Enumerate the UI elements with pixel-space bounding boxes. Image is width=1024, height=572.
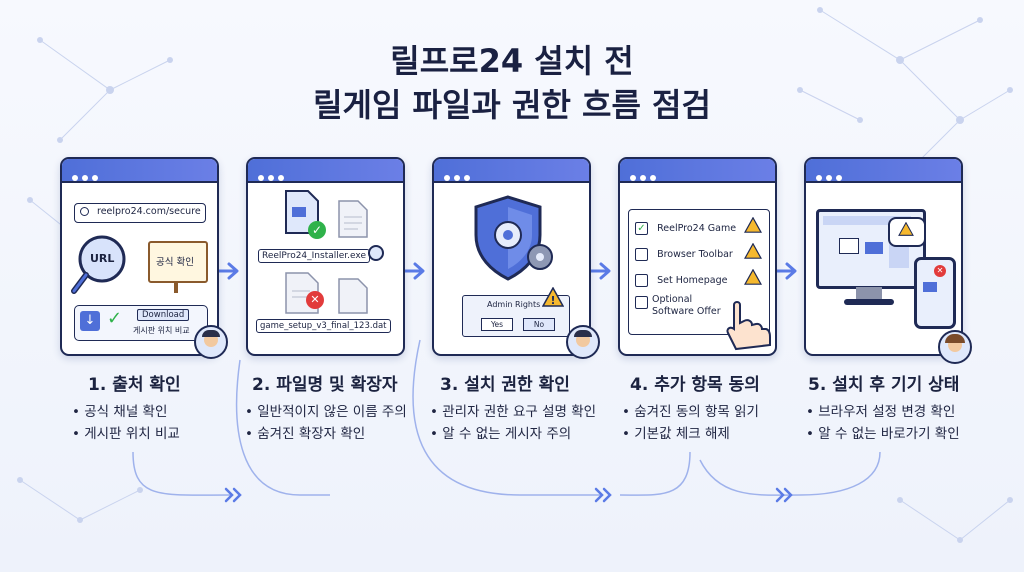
folder-icon bbox=[923, 282, 937, 292]
option-row-2[interactable]: Browser Toolbar bbox=[635, 244, 733, 263]
step-4-title: 4. 추가 항목 동의 bbox=[630, 375, 760, 395]
bullet-item: 숨겨진 확장자 확인 bbox=[245, 423, 407, 445]
checkmark-icon: ✓ bbox=[107, 308, 123, 329]
option-label: Set Homepage bbox=[657, 275, 728, 286]
sign-label: 공식 확인 bbox=[156, 257, 194, 268]
monitor-stand bbox=[856, 287, 882, 299]
dialog-no-button[interactable]: No bbox=[523, 318, 555, 331]
window-titlebar bbox=[248, 159, 403, 183]
bullet-item: 일반적이지 않은 이름 주의 bbox=[245, 401, 407, 423]
checkbox-checked[interactable]: ✓ bbox=[635, 222, 648, 235]
error-badge-icon: ✕ bbox=[934, 265, 946, 277]
url-bar: reelpro24.com/secure bbox=[74, 203, 206, 223]
avatar-icon bbox=[566, 325, 600, 359]
window-titlebar bbox=[620, 159, 775, 183]
step-5-title: 5. 설치 후 기기 상태 bbox=[808, 375, 960, 395]
step-4-bullets: 숨겨진 동의 항목 읽기 기본값 체크 해제 bbox=[622, 401, 759, 445]
window-titlebar bbox=[434, 159, 589, 183]
compare-label: 게시판 위치 비교 bbox=[133, 326, 190, 335]
download-panel: ↓ ✓ Download 게시판 위치 비교 bbox=[74, 305, 208, 341]
bad-file-name: game_setup_v3_final_123.dat bbox=[256, 319, 391, 333]
step-card-4: ✓ ReelPro24 Game Browser Toolbar Set Hom… bbox=[618, 157, 777, 356]
checkbox-unchecked[interactable] bbox=[635, 274, 648, 287]
step-card-1: reelpro24.com/secure URL 공식 확인 ↓ ✓ Downl… bbox=[60, 157, 219, 356]
page-title-line1: 릴프로24 설치 전 bbox=[390, 42, 634, 80]
checkbox-unchecked[interactable] bbox=[635, 296, 648, 309]
magnifier-icon bbox=[71, 235, 126, 294]
bullet-item: 알 수 없는 게시자 주의 bbox=[430, 423, 596, 445]
step-1-bullets: 공식 채널 확인 게시판 위치 비교 bbox=[72, 401, 180, 445]
checkbox-unchecked[interactable] bbox=[635, 248, 648, 261]
bullet-item: 알 수 없는 바로가기 확인 bbox=[806, 423, 959, 445]
svg-text:!: ! bbox=[550, 294, 555, 307]
sign-board: 공식 확인 bbox=[148, 241, 208, 283]
sign-stand bbox=[174, 281, 178, 293]
step-3-title: 3. 설치 권한 확인 bbox=[440, 375, 570, 395]
window-titlebar bbox=[806, 159, 961, 183]
avatar-icon bbox=[194, 325, 228, 359]
step-3-bullets: 관리자 권한 요구 설명 확인 알 수 없는 게시자 주의 bbox=[430, 401, 596, 445]
search-icon bbox=[80, 207, 89, 216]
check-badge-icon: ✓ bbox=[308, 221, 326, 239]
step-5-bullets: 브라우저 설정 변경 확인 알 수 없는 바로가기 확인 bbox=[806, 401, 960, 445]
option-label: Optional Software Offer bbox=[652, 294, 721, 317]
step-card-3: Admin Rights Yes No ! bbox=[432, 157, 591, 356]
step-card-2: ✓ ReelPro24_Installer.exe ✕ game_setup_v… bbox=[246, 157, 405, 356]
bullet-item: 게시판 위치 비교 bbox=[72, 423, 180, 445]
download-label[interactable]: Download bbox=[137, 309, 190, 321]
folder-icon bbox=[865, 242, 883, 254]
download-icon: ↓ bbox=[80, 311, 100, 331]
option-row-3[interactable]: Set Homepage bbox=[635, 270, 728, 289]
bullet-item: 숨겨진 동의 항목 읽기 bbox=[622, 401, 759, 423]
monitor-base bbox=[844, 299, 894, 305]
magnifier-icon bbox=[368, 245, 384, 261]
step-2-bullets: 일반적이지 않은 이름 주의 숨겨진 확장자 확인 bbox=[245, 401, 407, 445]
bullet-item: 공식 채널 확인 bbox=[72, 401, 180, 423]
magnifier-label: URL bbox=[90, 252, 115, 265]
step-2-title: 2. 파일명 및 확장자 bbox=[252, 375, 398, 395]
option-label: Browser Toolbar bbox=[657, 249, 733, 260]
step-card-5: ✕ bbox=[804, 157, 963, 356]
url-bar-text: reelpro24.com/secure bbox=[97, 206, 201, 217]
document-icon bbox=[338, 200, 368, 238]
bullet-item: 브라우저 설정 변경 확인 bbox=[806, 401, 960, 423]
page-title-line2: 릴게임 파일과 권한 흐름 점검 bbox=[313, 86, 711, 124]
warning-icon: ! bbox=[542, 287, 564, 307]
option-row-1[interactable]: ✓ ReelPro24 Game bbox=[635, 218, 736, 237]
bullet-item: 기본값 체크 해제 bbox=[622, 423, 759, 445]
option-label: ReelPro24 Game bbox=[657, 223, 737, 234]
window-titlebar bbox=[62, 159, 217, 183]
warning-icon bbox=[744, 243, 762, 259]
avatar-icon bbox=[938, 330, 972, 364]
shield-gear-icon bbox=[474, 195, 553, 281]
pointing-hand-icon bbox=[726, 301, 771, 351]
chat-bubble-icon bbox=[888, 217, 926, 247]
document-icon bbox=[338, 278, 368, 314]
warning-icon bbox=[744, 217, 762, 233]
dialog-yes-button[interactable]: Yes bbox=[481, 318, 513, 331]
error-badge-icon: ✕ bbox=[306, 291, 324, 309]
step-1-title: 1. 출처 확인 bbox=[88, 375, 181, 395]
warning-icon bbox=[744, 269, 762, 285]
home-icon bbox=[839, 238, 859, 254]
good-file-name: ReelPro24_Installer.exe bbox=[258, 249, 370, 263]
bullet-item: 관리자 권한 요구 설명 확인 bbox=[430, 401, 596, 423]
phone-icon: ✕ bbox=[914, 257, 956, 329]
dialog-title: Admin Rights bbox=[487, 300, 541, 309]
